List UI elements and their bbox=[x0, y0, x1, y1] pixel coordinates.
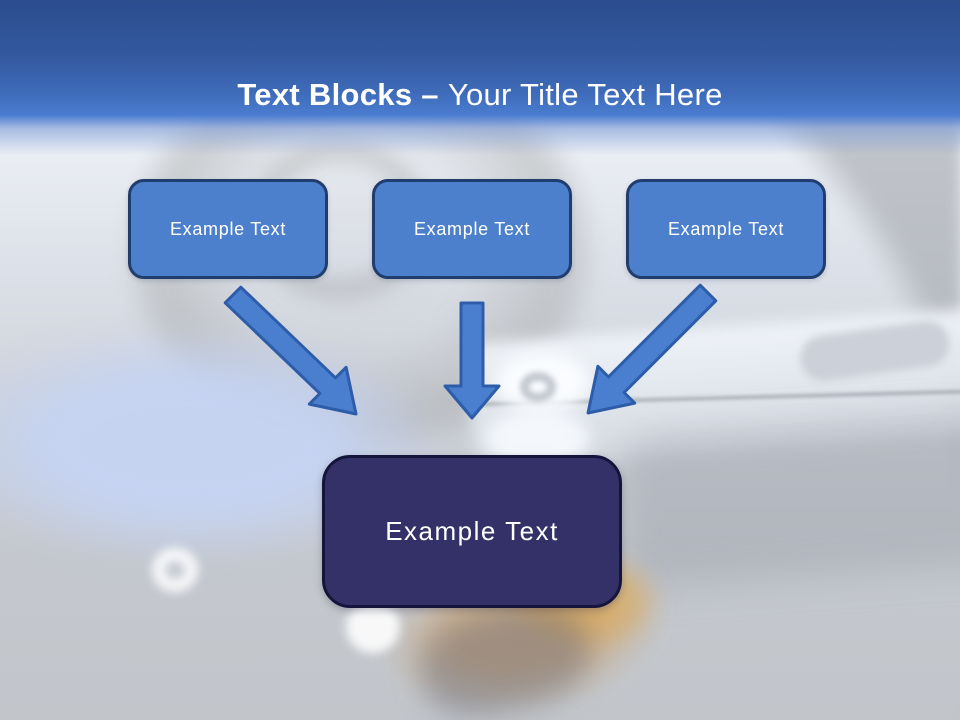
hdd-screw-shape bbox=[346, 601, 400, 653]
hdd-screw-ring-shape bbox=[152, 548, 198, 592]
slide-title-bold: Text Blocks – bbox=[237, 76, 439, 112]
central-text-block-label: Example Text bbox=[385, 516, 559, 546]
text-block-3: Example Text bbox=[626, 179, 826, 279]
text-block-1-label: Example Text bbox=[169, 218, 287, 239]
hdd-arm-shadow bbox=[615, 410, 960, 590]
text-block-2: Example Text bbox=[372, 179, 572, 279]
slide-title: Text Blocks –Your Title Text Here bbox=[0, 73, 960, 117]
slide-title-regular: Your Title Text Here bbox=[447, 76, 723, 112]
text-block-1: Example Text bbox=[128, 179, 328, 279]
header-band bbox=[0, 0, 960, 155]
text-block-3-label: Example Text bbox=[667, 218, 785, 239]
text-block-2-label: Example Text bbox=[413, 218, 531, 239]
central-text-block: Example Text bbox=[322, 455, 622, 608]
hdd-pivot-ring bbox=[520, 372, 556, 402]
